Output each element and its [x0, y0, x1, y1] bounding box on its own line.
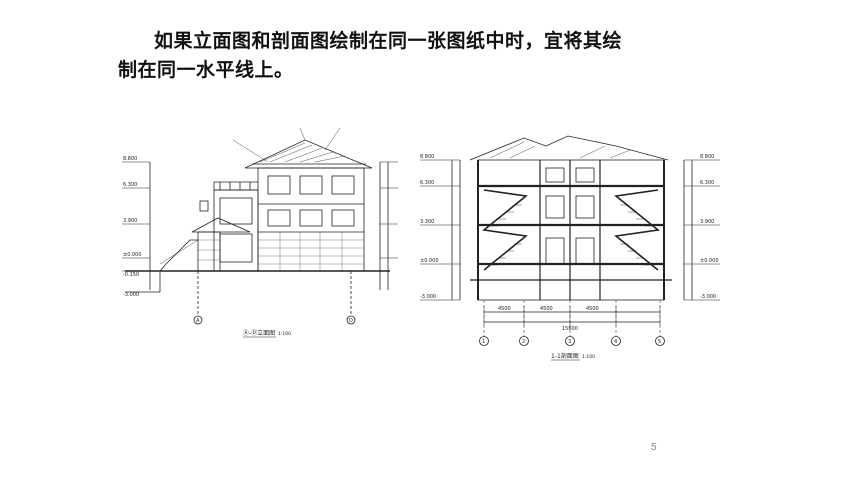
elevation-caption: Ⓐ-Ⓓ立面图 — [243, 329, 275, 337]
page-number: 5 — [651, 442, 657, 453]
sec-level-l3: 3.300 — [420, 219, 434, 225]
sec-level-r1: 8.800 — [700, 154, 714, 160]
section-caption: 1-1剖面图 — [551, 352, 579, 360]
sec-axis-2: 2 — [522, 339, 525, 345]
sec-level-r2: 6.300 — [700, 180, 714, 186]
elev-level-3: 3.900 — [123, 218, 137, 224]
elev-level-2: 6.300 — [123, 182, 137, 188]
sec-level-l1: 8.800 — [420, 154, 434, 160]
sec-level-r4: ±0.000 — [700, 258, 719, 264]
sec-dim-2: 4500 — [540, 306, 553, 312]
sec-axis-5: 5 — [658, 339, 661, 345]
sec-dim-1: 4500 — [498, 306, 511, 312]
sec-level-l4: ±0.000 — [420, 258, 439, 264]
elev-level-4: ±0.000 — [123, 252, 142, 258]
elev-axis-a: A — [196, 318, 200, 324]
sec-axis-3: 3 — [568, 339, 571, 345]
sec-axis-4: 4 — [614, 339, 617, 345]
sec-dim-total: 15600 — [562, 326, 578, 332]
title-line-1: 如果立面图和剖面图绘制在同一张图纸中时，宜将其绘 — [154, 30, 623, 52]
sec-level-r3: 3.900 — [700, 219, 714, 225]
sec-level-l2: 6.300 — [420, 180, 434, 186]
elevation-scale: 1:100 — [278, 331, 291, 337]
sec-level-l5: -3.000 — [420, 294, 436, 300]
sec-axis-1: 1 — [482, 339, 485, 345]
sec-dim-3: 4500 — [586, 306, 599, 312]
slide-title: 如果立面图和剖面图绘制在同一张图纸中时，宜将其绘 制在同一水平线上。 — [118, 27, 758, 85]
elev-level-6: -3.000 — [123, 292, 139, 298]
elev-level-5: -0.150 — [123, 272, 139, 278]
sec-level-r5: -3.000 — [700, 294, 716, 300]
section-scale: 1:100 — [582, 354, 595, 360]
title-line-2: 制在同一水平线上。 — [118, 59, 294, 81]
elev-axis-d: D — [349, 318, 353, 324]
section-drawing — [420, 135, 720, 346]
elevation-drawing — [122, 127, 398, 325]
elev-level-1: 8.800 — [123, 156, 137, 162]
